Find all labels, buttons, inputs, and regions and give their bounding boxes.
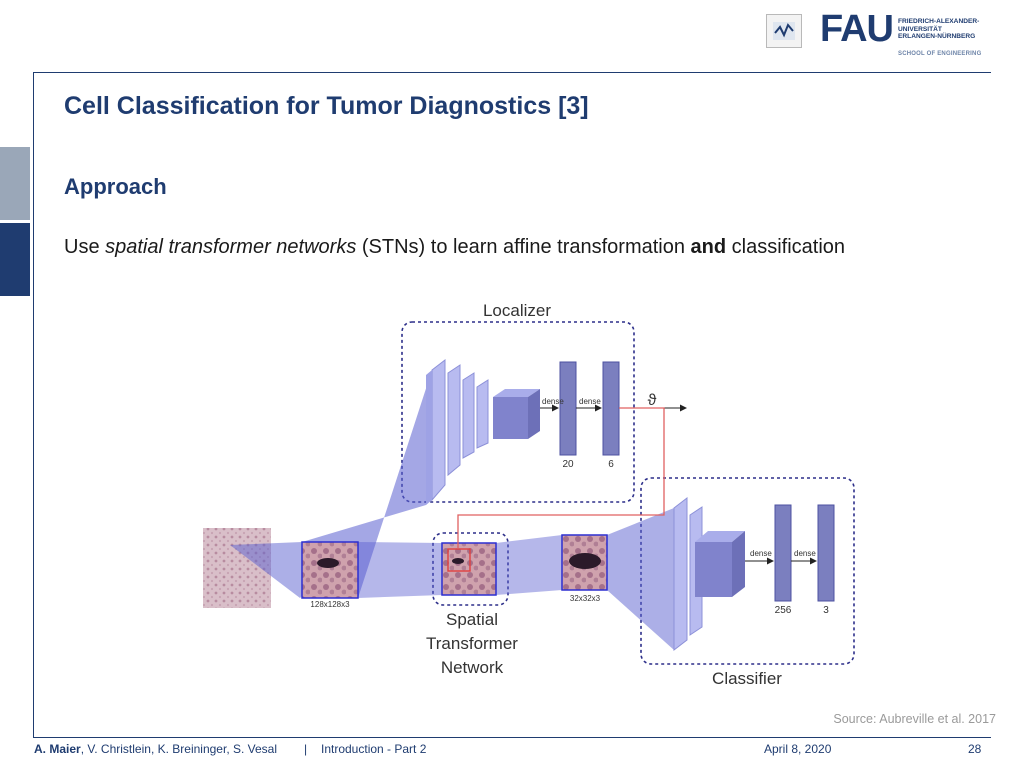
slide-header: FAU FRIEDRICH-ALEXANDER- UNIVERSITÄT ERL… [0, 0, 1024, 72]
bold-word: and [690, 236, 727, 258]
italic-term: spatial transformer networks [105, 236, 357, 258]
footer-page-number: 28 [968, 742, 982, 756]
classifier-box [640, 477, 855, 665]
theta-label: ϑ [648, 392, 657, 409]
frame-left-rule [33, 72, 34, 738]
slide-footer: A. Maier, V. Christlein, K. Breininger, … [0, 742, 1024, 762]
classifier-dense-label-2: dense [794, 549, 816, 558]
lab-logo-icon [766, 14, 802, 48]
stn-nucleus [452, 558, 464, 564]
classifier-conv-stack [673, 496, 745, 652]
stn-label-line-3: Network [441, 658, 504, 677]
section-heading: Approach [64, 174, 167, 199]
source-citation: Source: Aubreville et al. 2017 [833, 712, 996, 726]
crop-to-localizer-projection [302, 370, 432, 598]
crop-image [301, 541, 359, 599]
input-size-label: 128x128x3 [310, 600, 350, 609]
crop-to-stn-band [358, 542, 442, 598]
localizer-size-6: 6 [608, 459, 614, 470]
classifier-dense-2 [817, 504, 835, 602]
localizer-dense-label-2: dense [579, 397, 601, 406]
stn-to-output-band [496, 535, 562, 595]
frame-bottom-rule [33, 737, 991, 738]
output-to-classifier-projection [607, 508, 674, 650]
classifier-label: Classifier [712, 669, 782, 688]
classifier-size-3: 3 [823, 605, 829, 616]
footer-separator: | [304, 742, 308, 756]
stn-box [432, 532, 509, 606]
school-name: SCHOOL OF ENGINEERING [898, 51, 982, 57]
slide-title: Cell Classification for Tumor Diagnostic… [64, 92, 589, 120]
input-tissue-image [203, 528, 271, 608]
classifier-dense-1 [774, 504, 792, 602]
stn-red-crop [447, 548, 471, 572]
classifier-dense-label-1: dense [750, 549, 772, 558]
side-tab-dark [0, 223, 30, 296]
localizer-label: Localizer [483, 301, 551, 320]
localizer-box [401, 321, 635, 503]
localizer-dense-1 [559, 361, 577, 456]
classifier-size-256: 256 [775, 605, 792, 616]
localizer-dense-label-1: dense [542, 397, 564, 406]
stn-label-line-1: Spatial [446, 610, 498, 629]
frame-top-rule [33, 72, 991, 73]
footer-lecture: Introduction - Part 2 [321, 742, 427, 756]
stn-label-line-2: Transformer [426, 634, 518, 653]
fau-logo: FAU FRIEDRICH-ALEXANDER- UNIVERSITÄT ERL… [820, 10, 1010, 60]
localizer-size-20: 20 [562, 459, 574, 470]
crop-nucleus [317, 558, 339, 568]
output-nucleus [569, 553, 601, 569]
stn-architecture-diagram: Localizer Classifier Spatial Transformer… [190, 295, 870, 705]
side-tab-light [0, 147, 30, 220]
localizer-dense-2 [602, 361, 620, 456]
body-text: Use spatial transformer networks (STNs) … [64, 236, 846, 258]
fau-wordmark: FAU [820, 8, 894, 50]
output-size-label: 32x32x3 [570, 594, 601, 603]
university-name: FRIEDRICH-ALEXANDER- UNIVERSITÄT ERLANGE… [898, 18, 980, 41]
footer-authors: A. Maier, V. Christlein, K. Breininger, … [34, 742, 278, 756]
footer-date: April 8, 2020 [764, 742, 832, 756]
theta-feedback-line [457, 407, 665, 549]
stn-image [441, 542, 497, 596]
localizer-conv-stack [426, 358, 540, 505]
